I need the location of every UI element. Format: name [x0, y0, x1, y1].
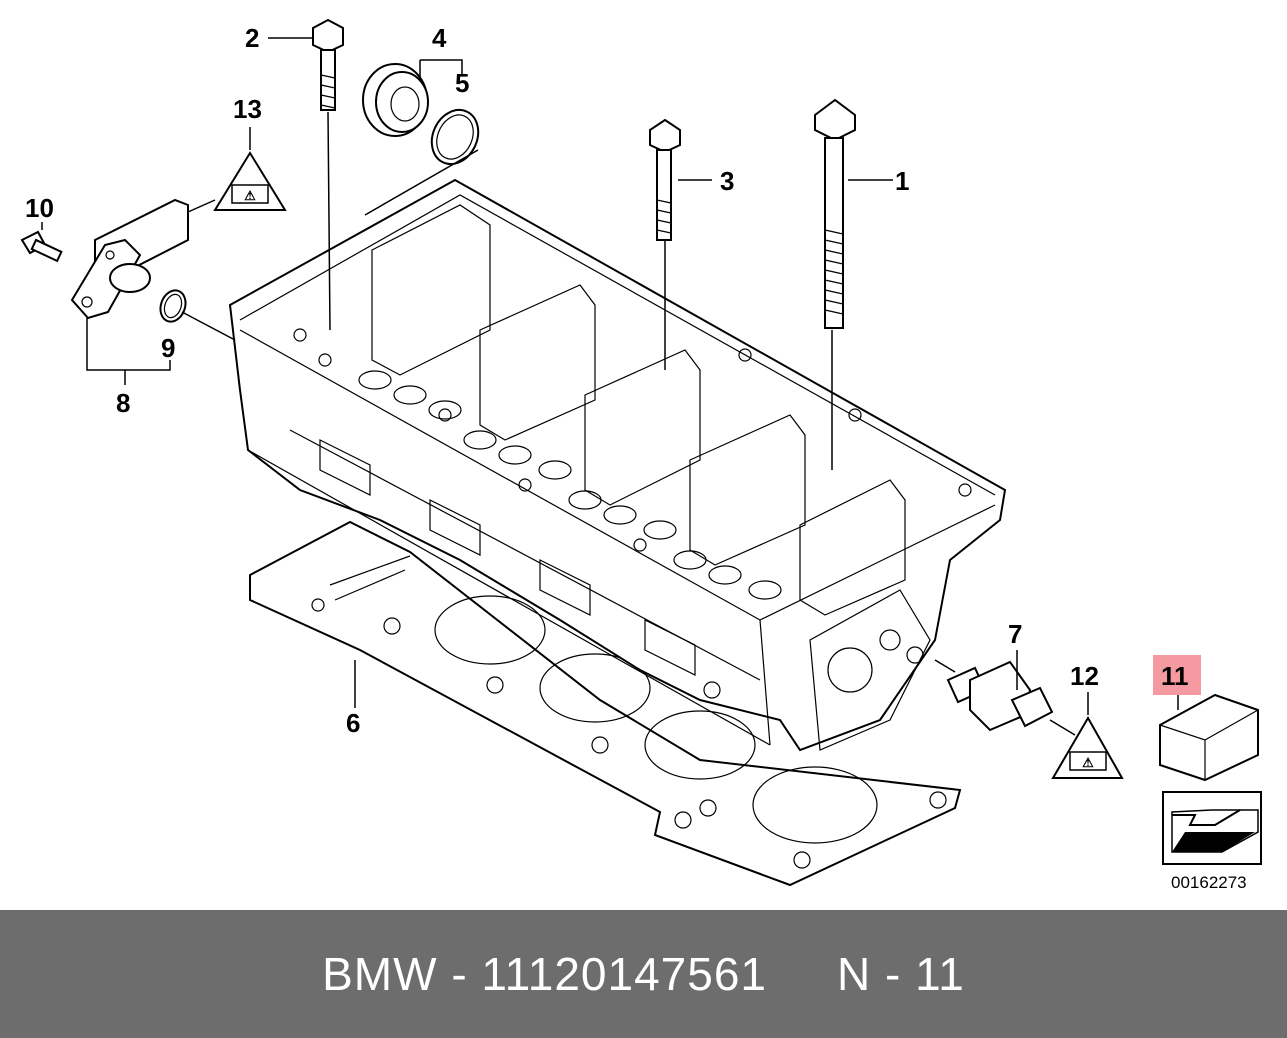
bolt-2: [312, 18, 344, 111]
callout-9[interactable]: 9: [161, 333, 175, 363]
small-parts-box-icon: [1159, 693, 1259, 782]
camshaft-sensor-8: [70, 198, 189, 320]
temperature-sensor-7: [946, 660, 1054, 732]
direction-arrow-icon: [1162, 791, 1262, 865]
bolt-3: [649, 118, 681, 241]
leader-lines: [41, 37, 1179, 736]
bolt-1: [814, 98, 856, 329]
callout-13[interactable]: 13: [233, 94, 262, 124]
callout-10[interactable]: 10: [25, 193, 54, 223]
callout-7[interactable]: 7: [1008, 619, 1022, 649]
o-ring-5: [430, 108, 480, 166]
footer-position: N - 11: [837, 948, 965, 1000]
footer-part-number: BMW - 11120147561: [322, 948, 768, 1000]
head-gasket: [249, 520, 962, 887]
callout-6[interactable]: 6: [346, 708, 360, 738]
callout-4[interactable]: 4: [432, 23, 447, 53]
screw-plug-4: [362, 63, 429, 137]
hazard-triangle-icon: ⚠: [213, 151, 287, 211]
parts-diagram: ⚠ ⚠: [20, 18, 1262, 892]
callout-2[interactable]: 2: [245, 23, 259, 53]
callout-12[interactable]: 12: [1070, 661, 1099, 691]
footer-bar: BMW - 11120147561 N - 11: [0, 910, 1287, 1038]
callout-1[interactable]: 1: [895, 166, 909, 196]
hazard-triangle-icon: ⚠: [1051, 715, 1124, 779]
bolt-10: [20, 230, 63, 263]
svg-text:⚠: ⚠: [244, 188, 256, 203]
diagram-reference-number: 00162273: [1171, 873, 1247, 892]
svg-text:⚠: ⚠: [1082, 755, 1094, 770]
highlight-11: [1153, 655, 1201, 695]
o-ring-9: [159, 289, 187, 323]
cylinder-head: [228, 178, 1007, 752]
callout-5[interactable]: 5: [455, 68, 469, 98]
callout-3[interactable]: 3: [720, 166, 734, 196]
callout-11[interactable]: 11: [1161, 661, 1189, 691]
callout-8[interactable]: 8: [116, 388, 130, 418]
